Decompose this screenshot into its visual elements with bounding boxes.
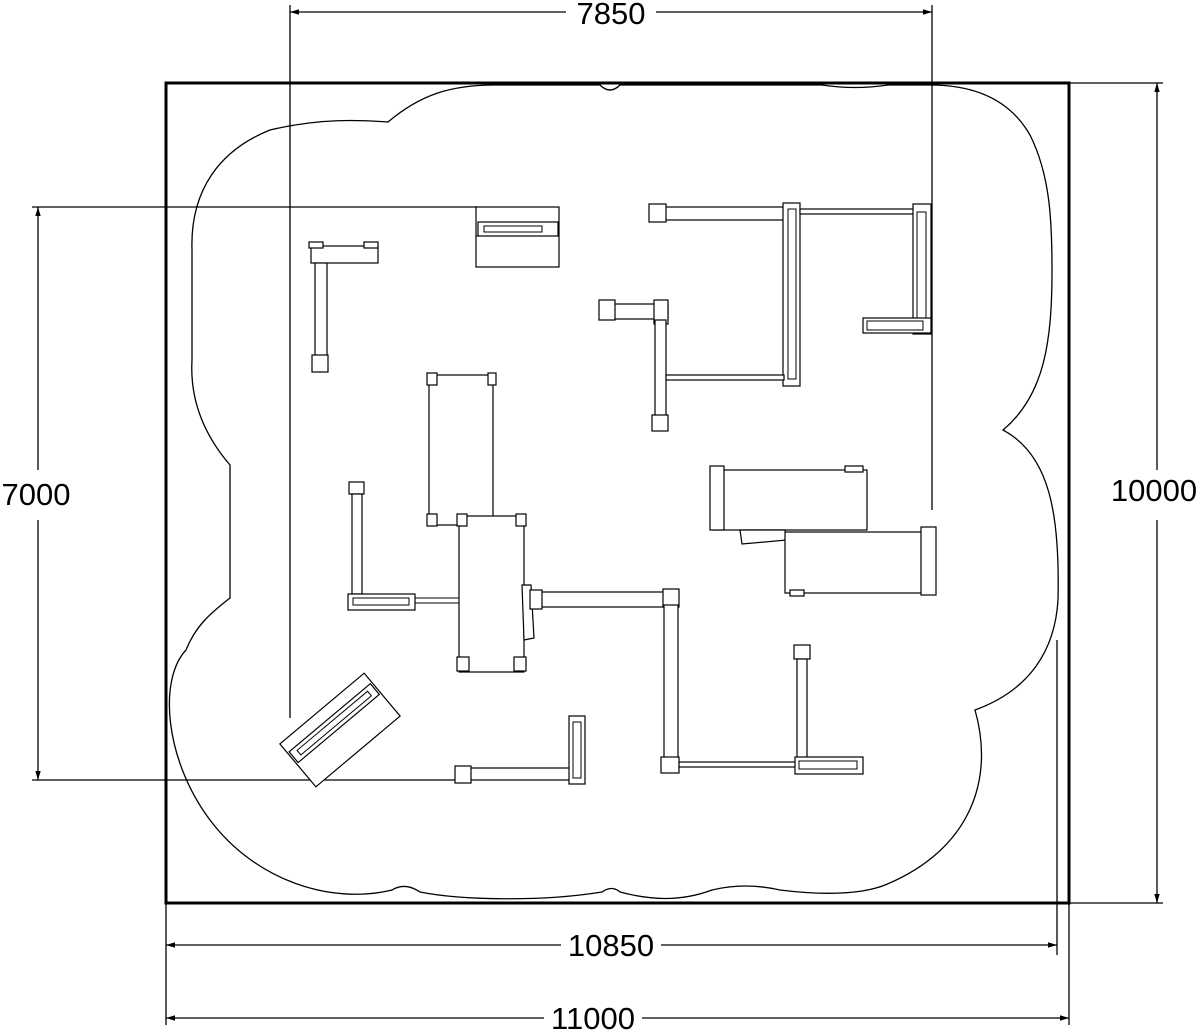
equipment-l-beam-left [347,481,459,611]
dimension-inner-width: 10850 [165,640,1058,1025]
equipment-top-right-structure [648,202,932,387]
equipment-l-beam-bottom-right [793,644,864,775]
dimension-outer-width-label: 11000 [551,1001,635,1030]
equipment-platform-lower [456,513,535,673]
equipment-long-beam [529,588,802,774]
dimension-outer-width: 11000 [166,903,1070,1030]
equipment-right-box-lower [784,526,937,597]
dimension-left: 7000 [2,206,478,781]
equipment-top-box [475,206,560,268]
dimension-top: 7850 [289,0,933,718]
equipment-platform-upper [426,372,497,527]
dimension-right: 10000 [1069,82,1197,904]
equipment-right-box-upper [709,465,868,545]
equipment-rotated-box [279,672,401,788]
site-boundary [164,81,1071,905]
equipment-l-beam-middle [598,299,785,432]
dimension-top-label: 7850 [577,0,646,31]
equipment-l-beam-bottom [454,715,586,785]
dimension-left-label: 7000 [2,477,71,512]
dimension-inner-width-label: 10850 [568,928,654,963]
equipment-l-beam-upper-left [308,241,379,373]
safety-zone-outline [168,84,1059,900]
dimension-right-label: 10000 [1111,473,1197,508]
